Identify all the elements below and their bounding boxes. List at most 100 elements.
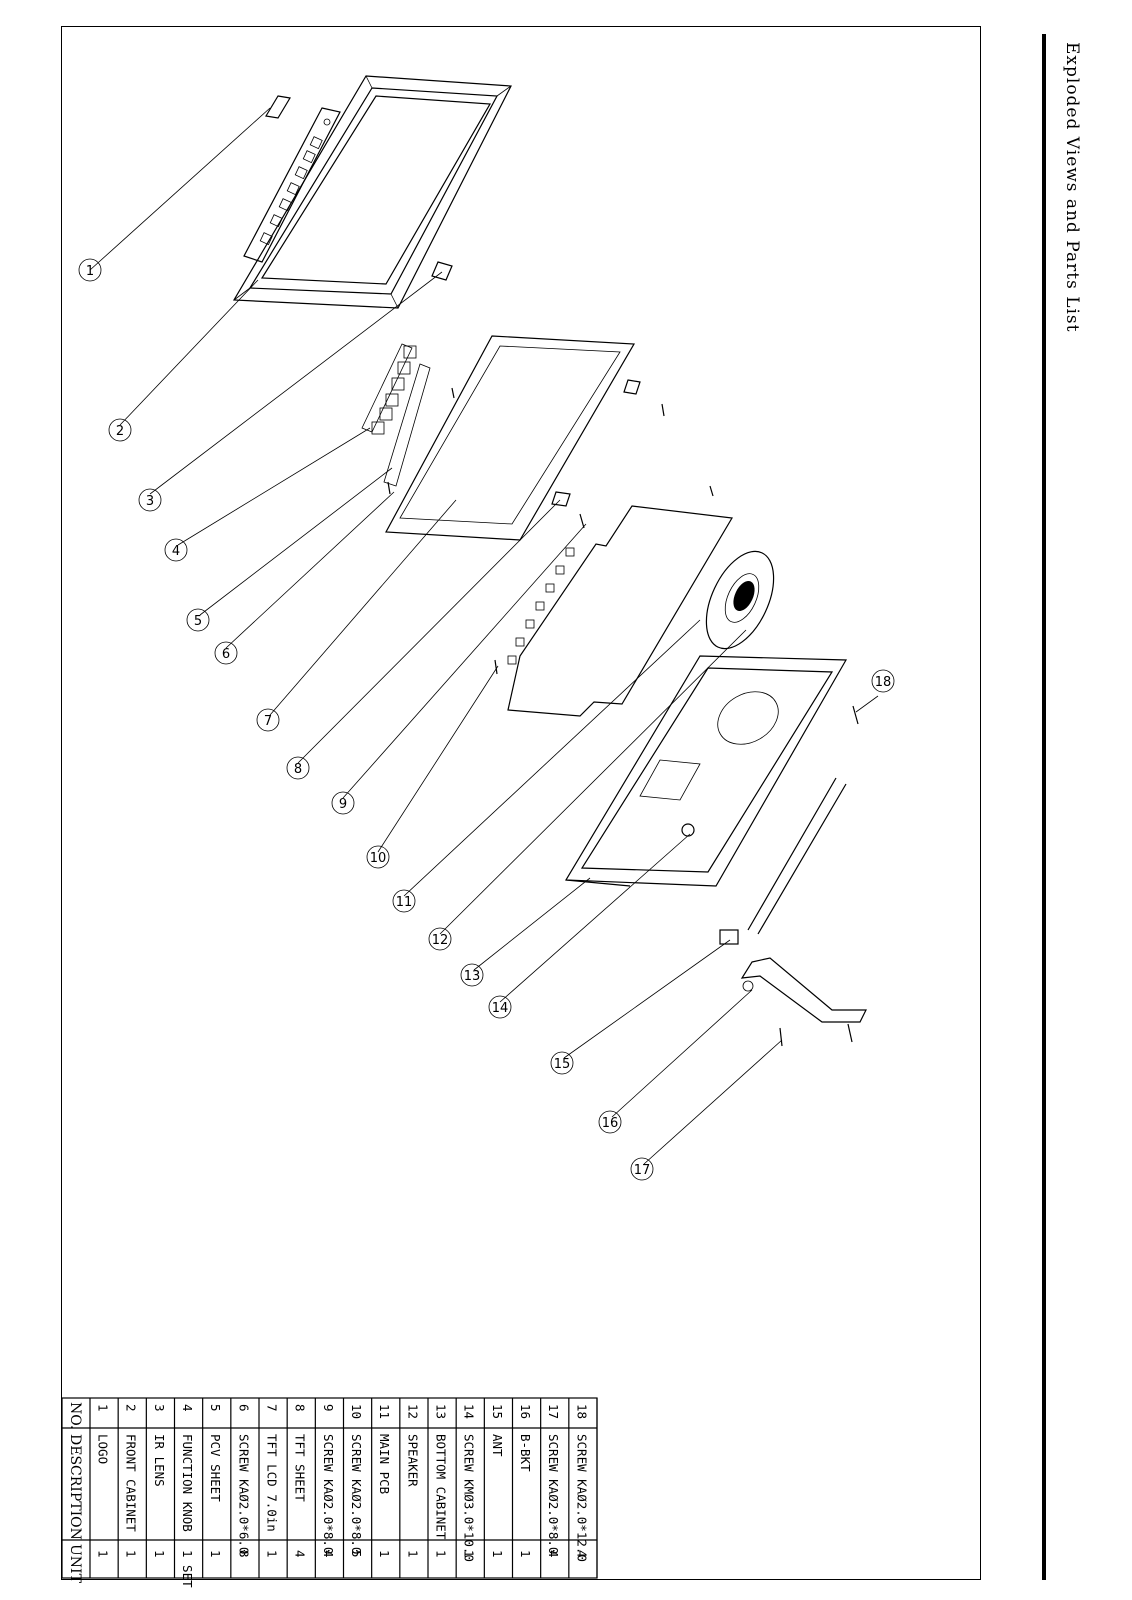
svg-text:2: 2 [116, 424, 124, 439]
tft-lcd-part [385, 335, 636, 541]
speaker-part [705, 550, 775, 650]
row-description: FUNCTION KNOB [180, 1434, 195, 1532]
front-buttons [259, 118, 331, 246]
row-description: SCREW KAØ2.0*12.0 [574, 1434, 589, 1562]
row-no: 8 [293, 1404, 308, 1412]
svg-text:11: 11 [396, 895, 413, 910]
main-pcb-part [507, 505, 733, 717]
callout-11: 11 [392, 889, 416, 913]
row-no: 4 [180, 1404, 195, 1412]
callouts: 1 2 3 4 5 6 7 8 9 10 11 12 13 14 15 16 1… [78, 258, 895, 1181]
bottom-cabinet-part [564, 655, 848, 887]
svg-text:15: 15 [554, 1057, 571, 1072]
row-no: 6 [236, 1404, 251, 1412]
row-no: 12 [405, 1404, 420, 1419]
callout-5: 5 [186, 608, 210, 632]
callout-15: 15 [550, 1051, 574, 1075]
row-unit: 1 [518, 1550, 533, 1558]
callout-17: 17 [630, 1157, 654, 1181]
callout-2: 2 [108, 418, 132, 442]
svg-text:16: 16 [602, 1116, 619, 1131]
callout-14: 14 [488, 995, 512, 1019]
row-description: SCREW KAØ2.0*8.0 [546, 1434, 561, 1554]
row-unit: 8 [236, 1550, 251, 1558]
callout-9: 9 [331, 791, 355, 815]
row-unit: 1 [405, 1550, 420, 1558]
row-description: BOTTOM CABINET [433, 1434, 448, 1540]
row-description: B-BKT [518, 1434, 533, 1472]
callout-1: 1 [78, 258, 102, 282]
tft-sheet-part [623, 379, 641, 395]
svg-text:1: 1 [86, 264, 94, 279]
svg-text:3: 3 [146, 494, 154, 509]
callout-8: 8 [286, 756, 310, 780]
svg-text:17: 17 [634, 1163, 651, 1178]
callout-10: 10 [366, 845, 390, 869]
callout-4: 4 [164, 538, 188, 562]
row-description: SCREW KAØ2.0*6.0 [236, 1434, 251, 1554]
row-no: 18 [574, 1404, 589, 1419]
pcv-sheet-part [383, 363, 431, 487]
screw-parts [387, 387, 859, 1047]
svg-text:4: 4 [172, 544, 180, 559]
row-no: 13 [433, 1404, 448, 1419]
callout-6: 6 [214, 641, 238, 665]
header-unit: UNIT [67, 1544, 83, 1584]
svg-text:7: 7 [264, 714, 272, 729]
svg-text:18: 18 [875, 675, 892, 690]
tft-sheet-part-2 [551, 491, 571, 507]
row-description: TFT SHEET [293, 1434, 308, 1502]
row-unit: 4 [321, 1550, 336, 1558]
row-no: 7 [264, 1404, 279, 1412]
row-no: 1 [95, 1404, 110, 1412]
logo-part [265, 95, 291, 119]
callout-13: 13 [460, 963, 484, 987]
row-unit: 1 [462, 1550, 477, 1558]
row-no: 2 [124, 1404, 139, 1412]
row-unit: 4 [293, 1550, 308, 1558]
callout-18: 18 [871, 669, 895, 693]
row-no: 15 [490, 1404, 505, 1419]
row-unit: 4 [546, 1550, 561, 1558]
svg-text:12: 12 [432, 933, 449, 948]
row-unit: 4 [574, 1550, 589, 1558]
function-knob-part [361, 343, 417, 435]
row-unit: 1 [433, 1550, 448, 1558]
row-no: 5 [208, 1404, 223, 1412]
svg-text:10: 10 [370, 851, 387, 866]
row-description: MAIN PCB [377, 1434, 392, 1494]
antenna-part [719, 777, 847, 945]
row-unit: 1 [264, 1550, 279, 1558]
row-unit: 1 [490, 1550, 505, 1558]
row-unit: 1 [95, 1550, 110, 1558]
row-no: 9 [321, 1404, 336, 1412]
callout-16: 16 [598, 1110, 622, 1134]
row-description: TFT LCD 7.0in [264, 1434, 279, 1532]
drawing-frame [61, 26, 981, 1580]
row-description: LOGO [95, 1434, 110, 1464]
svg-text:5: 5 [194, 614, 202, 629]
front-cabinet-part [232, 75, 512, 309]
svg-text:9: 9 [339, 797, 347, 812]
row-no: 10 [349, 1404, 364, 1419]
row-no: 3 [152, 1404, 167, 1412]
header-no: NO. [67, 1402, 83, 1429]
row-description: SPEAKER [405, 1434, 420, 1487]
row-no: 16 [518, 1404, 533, 1419]
row-no: 14 [462, 1404, 477, 1419]
ir-lens-part [431, 261, 453, 281]
row-unit: 5 [349, 1550, 364, 1558]
svg-text:14: 14 [492, 1001, 509, 1016]
svg-text:6: 6 [222, 647, 230, 662]
svg-text:13: 13 [464, 969, 481, 984]
callout-12: 12 [428, 927, 452, 951]
row-unit: 1 SET [180, 1550, 195, 1588]
row-description: SCREW KMØ3.0*10.0 [462, 1434, 477, 1562]
row-description: IR LENS [152, 1434, 167, 1487]
row-unit: 1 [377, 1550, 392, 1558]
row-description: FRONT CABINET [124, 1434, 139, 1532]
row-no: 11 [377, 1404, 392, 1419]
row-no: 17 [546, 1404, 561, 1419]
svg-text:8: 8 [294, 762, 302, 777]
row-description: SCREW KAØ2.0*8.0 [349, 1434, 364, 1554]
